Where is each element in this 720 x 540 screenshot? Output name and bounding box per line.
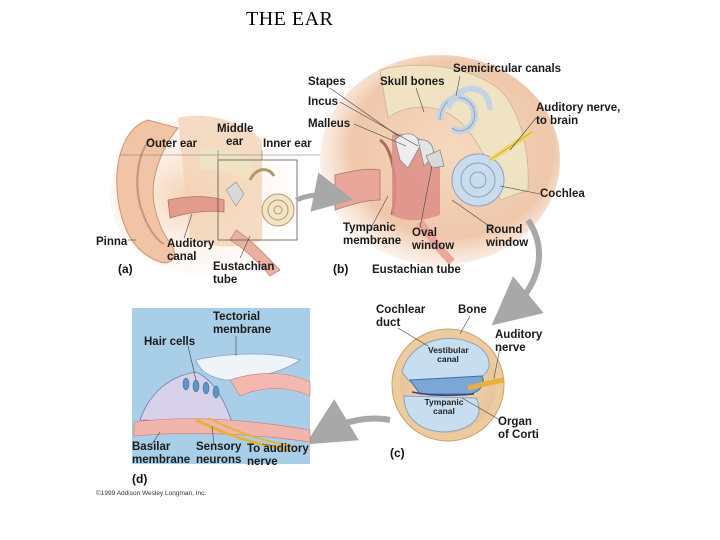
label-auditory-nerve-b-line1: Auditory nerve, [536,102,621,114]
label-cochlea: Cochlea [540,188,585,200]
panel-c-drawing [391,315,505,442]
arrow-c-to-d [305,399,391,445]
panel-label-b: (b) [333,262,349,276]
label-auditory-nerve-c-line1: Auditory [495,329,543,341]
panel-label-d: (d) [132,472,148,486]
label-tympanic-canal-line1: Tympanic [424,397,464,407]
label-vestibular-canal: Vestibular canal [428,345,469,364]
label-round-window-line1: Round [486,224,523,236]
label-middle-ear-line2: ear [226,136,244,148]
label-middle-ear-line1: Middle [217,123,254,135]
label-sensory-neurons-line2: neurons [196,454,242,466]
page-title: THE EAR [246,8,334,30]
label-auditory-canal-line2: canal [167,251,197,263]
label-cochlear-duct-line2: duct [376,317,401,329]
label-tympanic-membrane-line2: membrane [343,235,402,247]
label-skull-bones: Skull bones [380,76,445,88]
label-organ-of-corti-line2: of Corti [498,429,539,441]
label-basilar-membrane-line2: membrane [132,454,191,466]
label-tympanic-canal-line2: canal [433,406,455,416]
label-semicircular-canals: Semicircular canals [453,63,562,75]
label-incus: Incus [308,96,339,108]
label-hair-cells: Hair cells [144,336,196,348]
label-sensory-neurons-line1: Sensory [196,441,242,453]
label-pinna: Pinna [96,236,128,248]
panel-a-drawing [110,115,320,277]
panel-label-a: (a) [118,262,133,276]
label-auditory-canal-line1: Auditory [167,238,215,250]
label-to-auditory-nerve-line2: nerve [247,456,278,468]
label-eustachian-a-line1: Eustachian [213,261,275,273]
label-to-auditory-nerve-line1: To auditory [247,443,309,455]
label-organ-of-corti-line1: Organ [498,416,532,428]
label-tympanic-membrane-line1: Tympanic [343,222,396,234]
label-cochlear-duct-line1: Cochlear [376,304,426,316]
label-outer-ear: Outer ear [146,138,198,150]
label-round-window-line2: window [486,237,529,249]
arrow-b-to-c [491,218,544,326]
label-stapes: Stapes [308,76,346,88]
panel-label-c: (c) [390,446,405,460]
label-auditory-nerve-c-line2: nerve [495,342,526,354]
copyright-text: ©1999 Addison Wesley Longman, Inc. [96,490,207,497]
label-tectorial-membrane-line1: Tectorial [213,311,261,323]
label-auditory-nerve-b-line2: to brain [536,115,579,127]
label-eustachian-a-line2: tube [213,274,238,286]
panel-b-drawing [320,55,560,265]
label-bone: Bone [458,304,487,316]
label-inner-ear: Inner ear [263,138,312,150]
label-tectorial-membrane-line2: membrane [213,324,272,336]
panel-d-drawing [132,308,311,464]
label-vestibular-canal-line1: Vestibular [428,345,469,355]
label-vestibular-canal-line2: canal [437,354,459,364]
label-basilar-membrane-line1: Basilar [132,441,171,453]
label-oval-window-line2: window [412,240,455,252]
label-tympanic-canal: Tympanic canal [424,398,464,416]
label-malleus: Malleus [308,118,351,130]
label-eustachian-b: Eustachian tube [372,264,461,276]
arrow-a-to-b [295,172,354,212]
label-oval-window-line1: Oval [412,227,437,239]
